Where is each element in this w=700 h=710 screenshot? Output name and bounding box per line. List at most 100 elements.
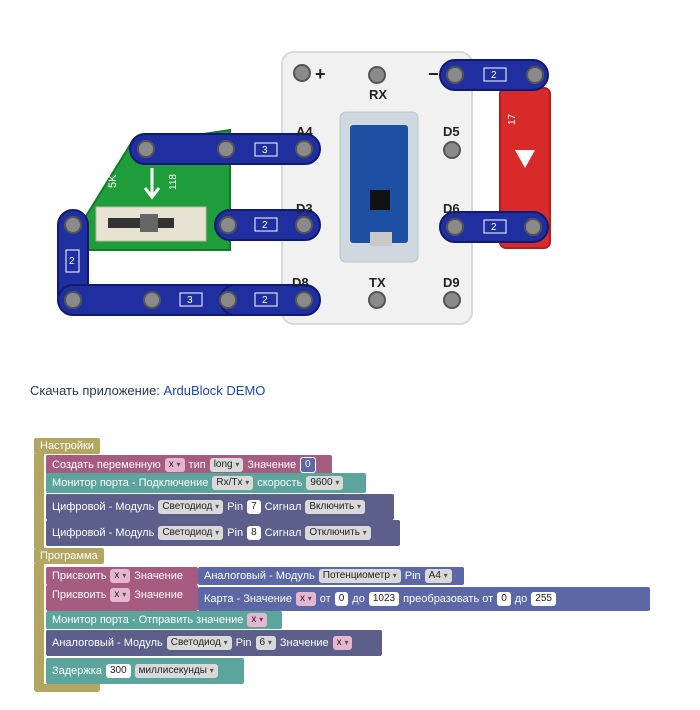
snap [143, 291, 161, 309]
block-text: тип [188, 459, 206, 471]
block-text: Сигнал [264, 501, 302, 513]
wire-label: 2 [69, 256, 75, 267]
serial-connect-block[interactable]: Монитор порта - Подключение Rx/Tx ▾ скор… [46, 473, 366, 493]
label-tx: TX [369, 275, 386, 290]
arduino-nano [339, 111, 419, 263]
snap [446, 218, 464, 236]
variable-dropdown[interactable]: x ▾ [296, 592, 316, 606]
block-text: Аналоговый - Модуль [204, 570, 315, 582]
label-d5: D5 [443, 124, 460, 139]
snap [526, 66, 544, 84]
module-dropdown[interactable]: Потенциометр ▾ [318, 569, 401, 583]
snap [295, 140, 313, 158]
wire-label: 2 [262, 220, 268, 231]
assign-block-2[interactable]: Присвоить x ▾ Значение [46, 585, 198, 611]
pin-input[interactable]: 8 [247, 526, 261, 540]
port-dropdown[interactable]: Rx/Tx ▾ [212, 476, 254, 490]
snap [443, 141, 461, 159]
block-text: Pin [404, 570, 421, 582]
delay-block[interactable]: Задержка 300 миллисекунды ▾ [46, 658, 244, 684]
label-plus: + [315, 64, 326, 84]
pin-input[interactable]: 7 [247, 500, 261, 514]
block-text: Значение [279, 637, 329, 649]
led-code: 17 [507, 113, 518, 125]
block-text: Значение [134, 589, 183, 601]
caption-text: Скачать приложение: [30, 383, 164, 398]
program-section-rail [34, 564, 44, 686]
label-d6: D6 [443, 201, 460, 216]
signal-dropdown[interactable]: Включить ▾ [305, 500, 366, 514]
label-minus: − [428, 64, 439, 84]
block-text: Задержка [52, 665, 102, 677]
wire-d3 [214, 209, 321, 241]
module-dropdown[interactable]: Светодиод ▾ [158, 500, 224, 514]
delay-input[interactable]: 300 [105, 664, 131, 678]
wire-label: 3 [187, 295, 193, 306]
block-text: Карта - Значение [204, 593, 292, 605]
wire-label: 3 [262, 145, 268, 156]
from-low-input[interactable]: 0 [334, 592, 349, 606]
map-block[interactable]: Карта - Значение x ▾ от 0 до 1023 преобр… [198, 587, 650, 611]
snap [219, 291, 237, 309]
ardublock-demo-link[interactable]: ArduBlock DEMO [163, 383, 266, 398]
digital-write-block-1[interactable]: Цифровой - Модуль Светодиод ▾ Pin 7 Сигн… [46, 494, 394, 520]
module-dropdown[interactable]: Светодиод ▾ [158, 526, 224, 540]
block-text: Значение [247, 459, 297, 471]
create-variable-block[interactable]: Создать переменную x ▾ тип long ▾ Значен… [46, 455, 332, 475]
block-text: Монитор порта - Отправить значение [52, 614, 244, 626]
block-text: преобразовать от [403, 593, 494, 605]
label-rx: RX [369, 87, 387, 102]
snap [368, 66, 386, 84]
variable-dropdown[interactable]: x ▾ [164, 458, 185, 472]
snap [219, 216, 237, 234]
block-text: Монитор порта - Подключение [52, 477, 209, 489]
module-dropdown[interactable]: Светодиод ▾ [166, 636, 232, 650]
wire-top-right [439, 59, 549, 91]
variable-dropdown[interactable]: x ▾ [247, 613, 268, 627]
snap [446, 66, 464, 84]
pot-code: 118 [168, 174, 179, 190]
speed-dropdown[interactable]: 9600 ▾ [306, 476, 344, 490]
block-text: Значение [134, 570, 183, 582]
from-high-input[interactable]: 1023 [368, 592, 400, 606]
wire-label: 2 [262, 295, 268, 306]
block-text: от [319, 593, 331, 605]
to-high-input[interactable]: 255 [531, 592, 556, 606]
snap [64, 291, 82, 309]
variable-dropdown[interactable]: x ▾ [110, 588, 131, 602]
block-text: Присвоить [52, 570, 107, 582]
block-text: Цифровой - Модуль [52, 527, 155, 539]
unit-dropdown[interactable]: миллисекунды ▾ [134, 664, 218, 678]
digital-write-block-2[interactable]: Цифровой - Модуль Светодиод ▾ Pin 8 Сигн… [46, 520, 400, 546]
setup-section-label: Настройки [34, 438, 100, 454]
block-text: Цифровой - Модуль [52, 501, 155, 513]
serial-print-block[interactable]: Монитор порта - Отправить значение x ▾ [46, 611, 282, 629]
snap [137, 140, 155, 158]
label-d8: D8 [292, 275, 309, 290]
signal-dropdown[interactable]: Отключить ▾ [305, 526, 371, 540]
block-text: Pin [227, 501, 244, 513]
snap [524, 218, 542, 236]
pin-dropdown[interactable]: 6 ▾ [255, 636, 276, 650]
snap [368, 291, 386, 309]
to-low-input[interactable]: 0 [497, 592, 511, 606]
value-input[interactable]: 0 [300, 457, 316, 473]
analog-read-block[interactable]: Аналоговый - Модуль Потенциометр ▾ Pin A… [198, 567, 464, 585]
wire-label: 2 [491, 222, 497, 233]
program-section-footer [34, 684, 100, 692]
snap [443, 291, 461, 309]
label-d3: D3 [296, 201, 313, 216]
variable-dropdown[interactable]: x ▾ [110, 569, 131, 583]
snap [217, 140, 235, 158]
variable-dropdown[interactable]: x ▾ [332, 636, 353, 650]
block-text: Присвоить [52, 589, 107, 601]
block-text: Создать переменную [52, 459, 161, 471]
block-text: Аналоговый - Модуль [52, 637, 163, 649]
assign-block-1[interactable]: Присвоить x ▾ Значение [46, 567, 198, 585]
wire-label: 2 [491, 70, 497, 81]
type-dropdown[interactable]: long ▾ [209, 458, 244, 472]
label-d9: D9 [443, 275, 460, 290]
pin-dropdown[interactable]: A4 ▾ [424, 569, 452, 583]
analog-write-block[interactable]: Аналоговый - Модуль Светодиод ▾ Pin 6 ▾ … [46, 630, 382, 656]
